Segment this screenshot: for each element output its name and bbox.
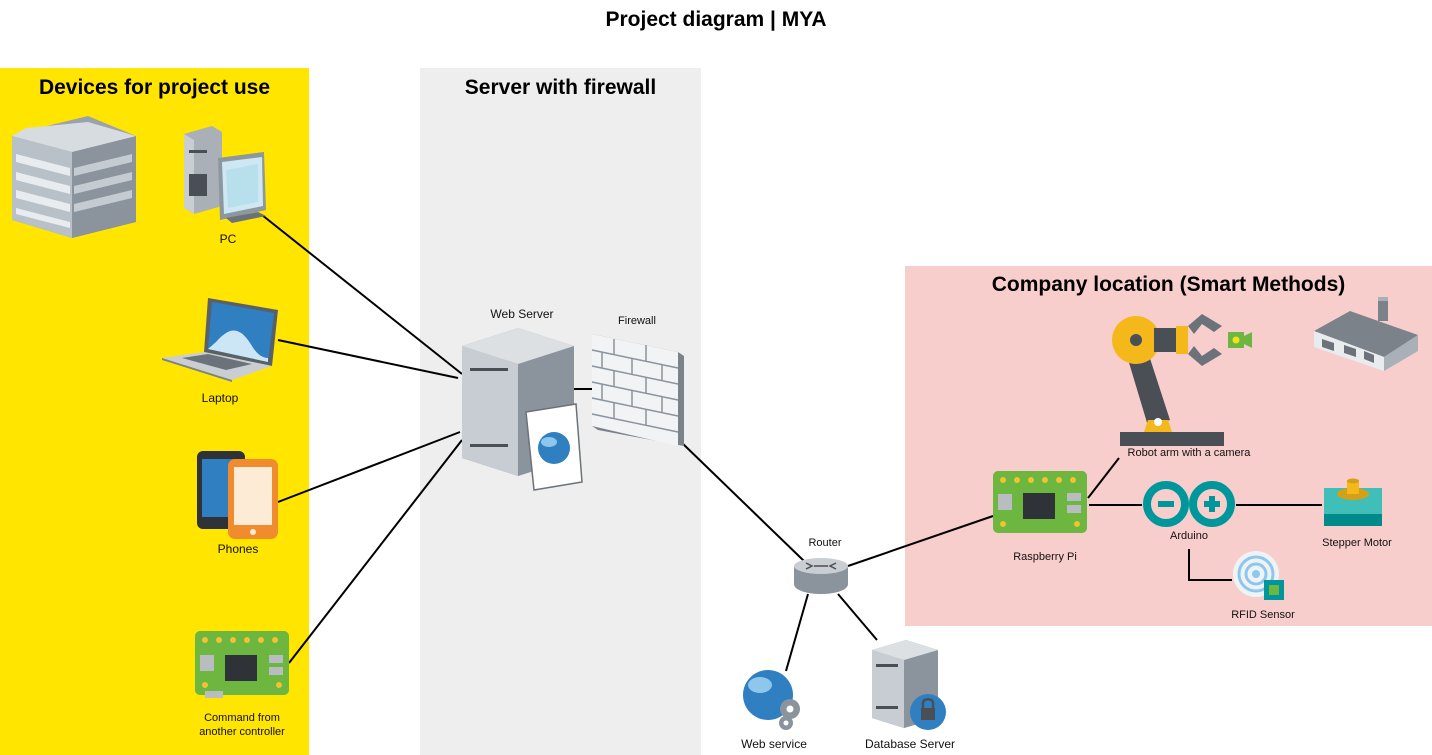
phones-icon xyxy=(197,451,278,539)
firewall-icon xyxy=(591,334,684,446)
web-service-icon xyxy=(743,670,800,730)
rfid-sensor-icon xyxy=(1233,551,1284,600)
edge-router-raspberry xyxy=(847,515,994,567)
controller-board-icon xyxy=(195,631,289,698)
edge-laptop-webserver xyxy=(277,339,459,379)
webserver-icon xyxy=(462,328,583,491)
database-server-icon xyxy=(872,640,946,730)
stepper-motor-label: Stepper Motor xyxy=(1322,537,1392,549)
edge-raspberry-robot xyxy=(1087,457,1120,499)
edge-router-webservice xyxy=(785,593,809,672)
raspberry-pi-icon xyxy=(993,471,1087,533)
robot-arm-label: Robot arm with a camera xyxy=(1127,447,1251,459)
web-service-label: Web service xyxy=(741,737,807,751)
edge-router-database xyxy=(837,593,878,641)
edge-arduino-rfid xyxy=(1188,549,1232,581)
edge-phones-webserver xyxy=(277,431,461,503)
robot-arm-icon xyxy=(1112,314,1252,446)
edge-firewall-router xyxy=(679,440,805,562)
controller-label: Command from another controller xyxy=(199,712,285,738)
phones-label: Phones xyxy=(217,542,259,556)
pc-label: PC xyxy=(219,232,237,246)
laptop-label: Laptop xyxy=(201,391,239,405)
rfid-sensor-label: RFID Sensor xyxy=(1231,609,1295,621)
firewall-label: Firewall xyxy=(618,315,656,327)
database-server-label: Database Server xyxy=(864,737,956,751)
laptop-icon xyxy=(162,298,278,382)
edge-pc-webserver xyxy=(261,214,463,375)
arduino-label: Arduino xyxy=(1170,530,1208,542)
office-building-icon xyxy=(12,116,136,238)
zone-devices-title: Devices for project use xyxy=(38,76,271,99)
arduino-icon xyxy=(1143,481,1235,527)
stepper-motor-icon xyxy=(1324,478,1382,526)
edge-controller-webserver xyxy=(288,439,463,664)
router-icon xyxy=(794,558,848,594)
zone-company-title: Company location (Smart Methods) xyxy=(991,273,1346,296)
pc-icon xyxy=(184,126,266,223)
router-label: Router xyxy=(808,537,842,549)
house-icon xyxy=(1314,297,1418,371)
webserver-label: Web Server xyxy=(490,307,554,321)
zone-server-title: Server with firewall xyxy=(464,76,657,99)
diagram-title: Project diagram | MYA xyxy=(605,8,827,31)
raspberry-pi-label: Raspberry Pi xyxy=(1013,551,1077,563)
